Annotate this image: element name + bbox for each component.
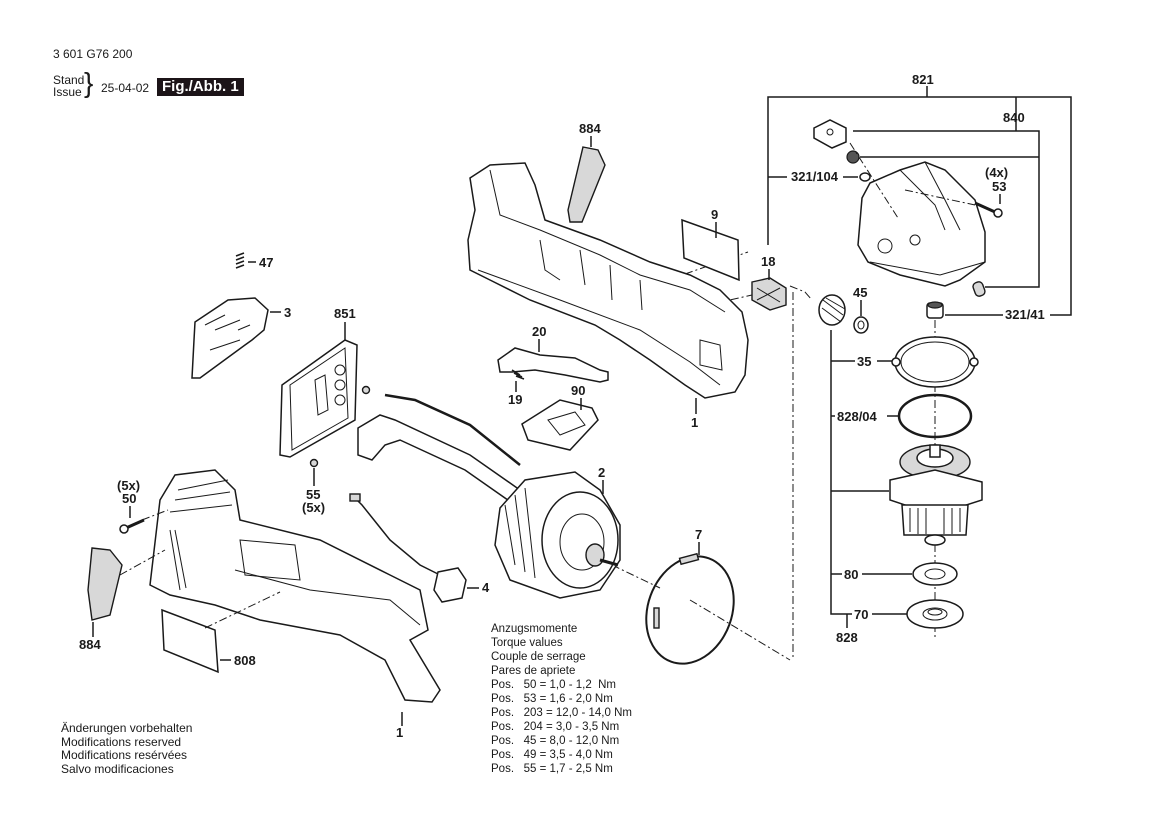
motor-2 [494, 471, 621, 599]
torque-row: Pos. 50 = 1,0 - 1,2 Nm [491, 679, 616, 691]
label-828: 828 [836, 630, 858, 645]
flange-70 [906, 599, 964, 629]
label-3: 3 [284, 305, 291, 320]
label-55-qty: (5x) [302, 500, 325, 515]
notice-line-de: Änderungen vorbehalten [61, 721, 193, 735]
switch-mechanism-3 [191, 297, 269, 379]
notice-line-es: Salvo modificaciones [61, 761, 174, 776]
washer-80 [912, 562, 958, 586]
figure-label: Fig./Abb. 1 [157, 78, 244, 96]
issue-label: Issue [53, 85, 82, 99]
electronics-module-851 [279, 339, 358, 458]
pin-part [972, 281, 986, 297]
connector-cable-4 [349, 493, 467, 603]
label-884-top: 884 [579, 121, 601, 136]
screw-53 [974, 201, 1003, 218]
torque-title-de: Anzugsmomente [491, 623, 578, 635]
spring-47 [235, 252, 245, 269]
notice-line-fr: Modifications resérvées [61, 748, 188, 762]
label-840: 840 [1003, 110, 1025, 125]
label-53-qty: (4x) [985, 165, 1008, 180]
switch-part-18 [751, 277, 787, 311]
vent-cover-884-bottom [87, 547, 123, 621]
issue-date: 25-04-02 [101, 81, 150, 95]
torque-row: Pos. 203 = 12,0 - 14,0 Nm [491, 707, 632, 719]
label-19: 19 [508, 392, 522, 407]
torque-row: Pos. 55 = 1,7 - 2,5 Nm [491, 763, 613, 775]
document-number: 3 601 G76 200 [53, 47, 133, 61]
label-47: 47 [259, 255, 273, 270]
label-851: 851 [334, 306, 356, 321]
label-53: 53 [992, 179, 1006, 194]
label-828-04: 828/04 [837, 409, 878, 424]
torque-row: Pos. 45 = 8,0 - 12,0 Nm [491, 735, 620, 747]
label-50: 50 [122, 491, 136, 506]
label-35: 35 [857, 354, 871, 369]
label-90: 90 [571, 383, 585, 398]
torque-row: Pos. 53 = 1,6 - 2,0 Nm [491, 693, 613, 705]
housing-half-bottom [149, 469, 441, 703]
switch-slider-part [813, 119, 847, 149]
torque-row: Pos. 204 = 3,0 - 3,5 Nm [491, 721, 620, 733]
label-20: 20 [532, 324, 546, 339]
screw-55 [309, 385, 371, 468]
spring-part [846, 150, 860, 164]
label-70: 70 [854, 607, 868, 622]
lever-20 [497, 347, 609, 383]
torque-title-es: Pares de apriete [491, 665, 576, 677]
screw-50 [119, 518, 145, 534]
label-808: 808 [234, 653, 256, 668]
label-321-104: 321/104 [791, 169, 839, 184]
label-821: 821 [912, 72, 934, 87]
label-2: 2 [598, 465, 605, 480]
label-9: 9 [711, 207, 718, 222]
bearing-321-41 [926, 301, 944, 319]
label-1-bottom: 1 [396, 725, 403, 740]
pinion-gear [818, 294, 846, 326]
o-ring-828-04 [897, 393, 973, 439]
bracket-821 [767, 86, 1072, 316]
gasket-35 [891, 336, 979, 388]
bracket-840 [853, 97, 1040, 288]
label-321-41: 321/41 [1005, 307, 1045, 322]
label-plate-9 [681, 218, 740, 282]
gear-housing-cover [857, 161, 986, 287]
torque-title-en: Torque values [491, 637, 563, 649]
label-50-qty: (5x) [117, 478, 140, 493]
stand-issue-label: Stand Issue [53, 74, 84, 98]
vent-cover-884-top [567, 146, 606, 223]
label-55: 55 [306, 487, 320, 502]
label-80: 80 [844, 567, 858, 582]
nut-45 [853, 316, 869, 334]
label-45: 45 [853, 285, 867, 300]
spindle-gear-assembly [889, 444, 983, 546]
notice-line-en: Modifications reserved [61, 734, 182, 749]
stand-label: Stand [53, 73, 85, 87]
housing-half-top [467, 162, 749, 399]
torque-values-table: Anzugsmomente Torque values Couple de se… [491, 622, 632, 776]
indicator-module-90 [521, 399, 599, 451]
brace-icon: } [84, 67, 94, 98]
wiring-harness [357, 393, 521, 507]
bracket-828 [830, 330, 889, 628]
modifications-notice: Änderungen vorbehalten Modifications res… [61, 721, 193, 776]
torque-title-fr: Couple de serrage [491, 651, 586, 663]
o-ring-321-104 [859, 172, 871, 182]
label-7: 7 [695, 527, 702, 542]
label-1-top: 1 [691, 415, 698, 430]
label-884-bottom: 884 [79, 637, 101, 652]
label-18: 18 [761, 254, 775, 269]
spring-19 [511, 369, 525, 380]
clamp-ring-7 [645, 552, 735, 665]
label-4: 4 [482, 580, 490, 595]
label-plate-808 [161, 608, 219, 674]
torque-row: Pos. 49 = 3,5 - 4,0 Nm [491, 749, 613, 761]
